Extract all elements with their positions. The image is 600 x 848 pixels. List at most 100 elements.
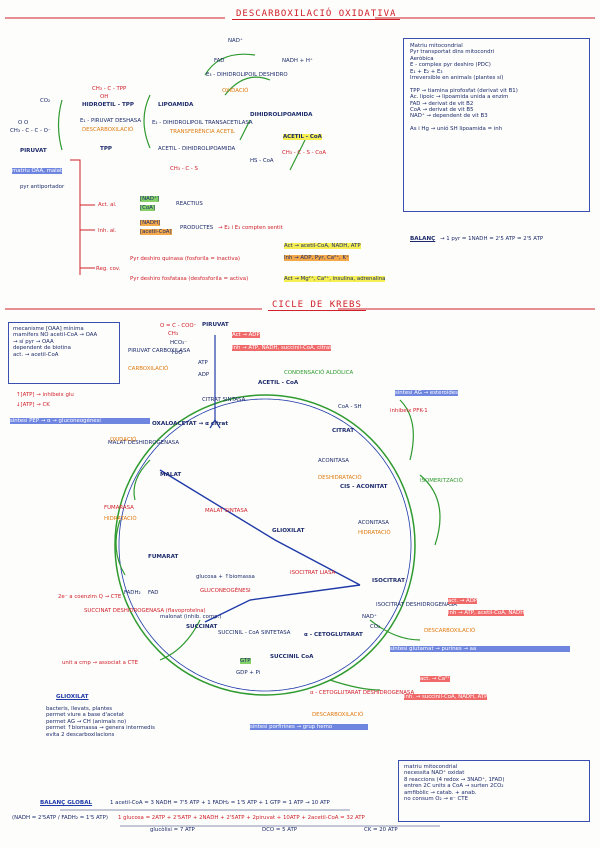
hydroxyethyl-tpp-formula: CH₃ - C - TPP [92,86,127,92]
glucose-biomass: glucosa + ↑biomassa [196,574,255,580]
fad-krebs: FAD [148,590,159,596]
oaa-note-line: mamífers NO acetil-CoA → OAA [13,332,98,339]
icd-activator: act. → ADP [448,598,478,605]
icd-inhibitors: inh → ATP, acetil-CoA, NADH [448,610,525,617]
decarb-info-line: FAD → derivat de vit B2 [410,100,474,107]
decarb-info-line: TPP → tiamina pirofosfat (derivat vit B1… [410,87,518,94]
pyruvate-carboxylase: PIRUVAT CARBOXILASA [128,348,191,354]
nadh-inhibitor: [NADH] [140,220,161,227]
balance-equation: → 1 pyr = 1NADH = 2'5 ATP = 2'5 ATP [440,236,544,242]
isocitrate-dehydrogenase: ISOCITRAT DESHIDROGENASA [376,602,457,608]
fadh2-krebs: FADH₂ [124,590,141,596]
balance-label: BALANÇ [410,236,436,242]
krebs-info-line: 8 reaccions (4 redox → 3NAD⁺, 1FAD) [404,776,505,783]
coa-activator: [CoA] [140,205,155,212]
decarb-info-line: Ac. lipoic → lipoamida unida a enzim [410,94,509,101]
ch3-group: CH₃ [168,331,178,337]
e3-oxidation: OXIDACIÓ [222,88,249,94]
decarboxylation-icd: DESCARBOXILACIÓ [424,628,476,634]
e2-enzyme: E₂ - DIHIDROLIPOIL TRANSACETILASA [152,120,253,126]
acetyl-coa-balance: 1 acetil-CoA = 3 NADH = 7'5 ATP + 1 FADH… [110,800,330,806]
glyoxylate-note-line: bacteris, llevats, plantes [46,706,113,712]
covalent-regulation: Reg. cov. [96,266,121,272]
malate: MALAT [160,472,182,478]
hydration-label-2: HIDRATACIÓ [358,530,391,536]
kgd-activator: act. → Ca²⁺ [420,676,451,683]
fatty-acid-synthesis-bar: síntesi AG → esteroides [395,390,458,397]
e1-decarboxylation: DESCARBOXILACIÓ [82,127,134,133]
oaa-note-line: act. → acetil-CoA [13,351,59,358]
matrix-note: matriu OAA, malat [12,168,63,175]
title-krebs-cycle: CICLE DE KREBS [268,300,366,311]
glyoxylate-note-line: permet ↑biomassa → genera intermedis [46,725,155,732]
krebs-info-line: amfibòlic → catab. + anab. [404,789,477,796]
oaa-note-line: → sí pyr → OAA [13,338,54,345]
decarb-info-line: Aeròbica [410,55,434,62]
hydroxyethyl-tpp-label: HIDROETIL - TPP [82,102,134,108]
acetyl-coa-product: ACETIL - CoA [283,134,322,141]
succinate-dehydrogenase: SUCCINAT DESHIDROGENASA (flavoproteïna) [84,608,206,614]
gtp-produced: GTP [240,658,251,665]
aldol-condensation: CONDENSACIÓ ALDÒLICA [284,370,354,376]
fumarase: FUMARASA [104,505,134,511]
pdh-phosphatase: Pyr deshiro fosfatasa (desfosforila = ac… [130,276,249,282]
fad-top: FAD [214,58,225,64]
nadh-top: NADH + H⁺ [282,58,313,64]
decarb-info-line: NAD⁺ → dependent de vit B3 [410,113,488,120]
glyoxylate: GLIOXILAT [272,528,305,534]
acetyl-s-formula: CH₃ - C - S [170,166,198,172]
phosphatase-activators: Act → Mg²⁺, Ca²⁺, insulina, adrenalina [284,276,386,283]
citrate-synthase-activator: Act → ADP [232,332,260,339]
pyruvate-formula-krebs: O = C - COO⁻ [160,323,197,329]
isocitrate: ISOCITRAT [372,578,405,584]
citrate-synthase-inhibitors: Inh → ATP, NADH, succinil-CoA, citrat [232,345,332,352]
acetyl-coa-formula: CH₃ - C - S - CoA [282,150,327,156]
hs-coa: HS - CoA [250,158,274,164]
gluconeogenesis-label: GLUCONEOGÈNESI [200,588,251,594]
citrate: CITRAT [332,428,355,434]
succinate: SUCCINAT [186,624,218,630]
carboxylation-label: CARBOXILACIÓ [128,366,169,372]
membrane-note: unit a cmp → associat a CTE [62,660,139,666]
gdp-pi: GDP + Pi [236,670,261,676]
atp-equivalence-note: (NADH = 2'5ATP / FADH₂ = 1'5 ATP) [12,815,108,821]
acetyl-coa-krebs: ACETIL - CoA [258,380,299,386]
pyruvate-krebs: PIRUVAT [202,322,229,328]
coa-sh-released: CoA - SH [338,404,362,410]
allosteric-activation: Act. al. [98,202,117,208]
glyoxylate-note-line: evita 2 descarboxilacions [46,731,115,738]
pyr-antiporter-note: pyr antiportador [20,184,65,190]
global-balance-label: BALANÇ GLOBAL [40,800,93,806]
glucose-balance: 1 glucosa = 2ATP + 2'5ATP + 2NADH + 2'5A… [118,815,365,821]
title-decarboxylation: DESCARBOXILACIÓ OXIDATIVA [232,9,401,20]
pyruvate-formula: CH₃ - C - C - O⁻ [10,128,51,134]
allosteric-inhibition: Inh. al. [98,228,117,234]
krebs-info-line: entren 2C units a CoA → surten 2CO₂ [404,783,504,790]
krebs-info-line: matriu mitocondrial [404,764,458,770]
citrate-synthase: CITRAT SINTASA [202,397,246,403]
glutamate-synthesis-bar: síntesi glutamat → purines → aa [390,646,570,653]
fumarate: FUMARAT [148,554,179,560]
acetyl-dihydrolipoamide: ACETIL - DIHIDROLIPOAMIDA [158,146,236,152]
decarb-info-line: E₁ + E₂ + E₃ [410,68,443,75]
acetyl-coa-inhibitor: [acetil-CoA] [140,229,172,236]
decarb-info-line: E - complex pyr deshiro (PDC) [410,62,491,69]
fumarase-hydration: HIDRATACIÓ [104,516,137,522]
decarb-info-line: Matriu mitocondrial [410,43,463,49]
cis-aconitate: CIS - ACONITAT [340,484,388,490]
e3-enzyme: E₃ - DIHIDROLIPOIL DESHIDRO [206,72,288,78]
atp-in: ATP [198,360,208,366]
succinyl-coa-synthetase: SUCCINIL - CoA SINTETASA [218,630,291,636]
glyoxylate-note-line: permet viure a base d'acetat [46,712,125,719]
dehydration-label: DESHIDRATACIÓ [318,475,362,481]
e2-acetyl-transfer: TRANSFERÈNCIA ACETIL [170,129,236,135]
fad-coq-note: 2e⁻ a coenzim Q → CTE [58,594,122,600]
nad-plus-top: NAD⁺ [228,38,243,44]
isocitrate-lyase: ISOCITRAT LIASA [290,570,336,576]
dco-atp: DCO = 5 ATP [262,827,298,833]
malate-oxidation: OXIDACIÓ [110,437,137,443]
malonate-inhibitor: malonat (inhib. comp.) [160,614,222,620]
